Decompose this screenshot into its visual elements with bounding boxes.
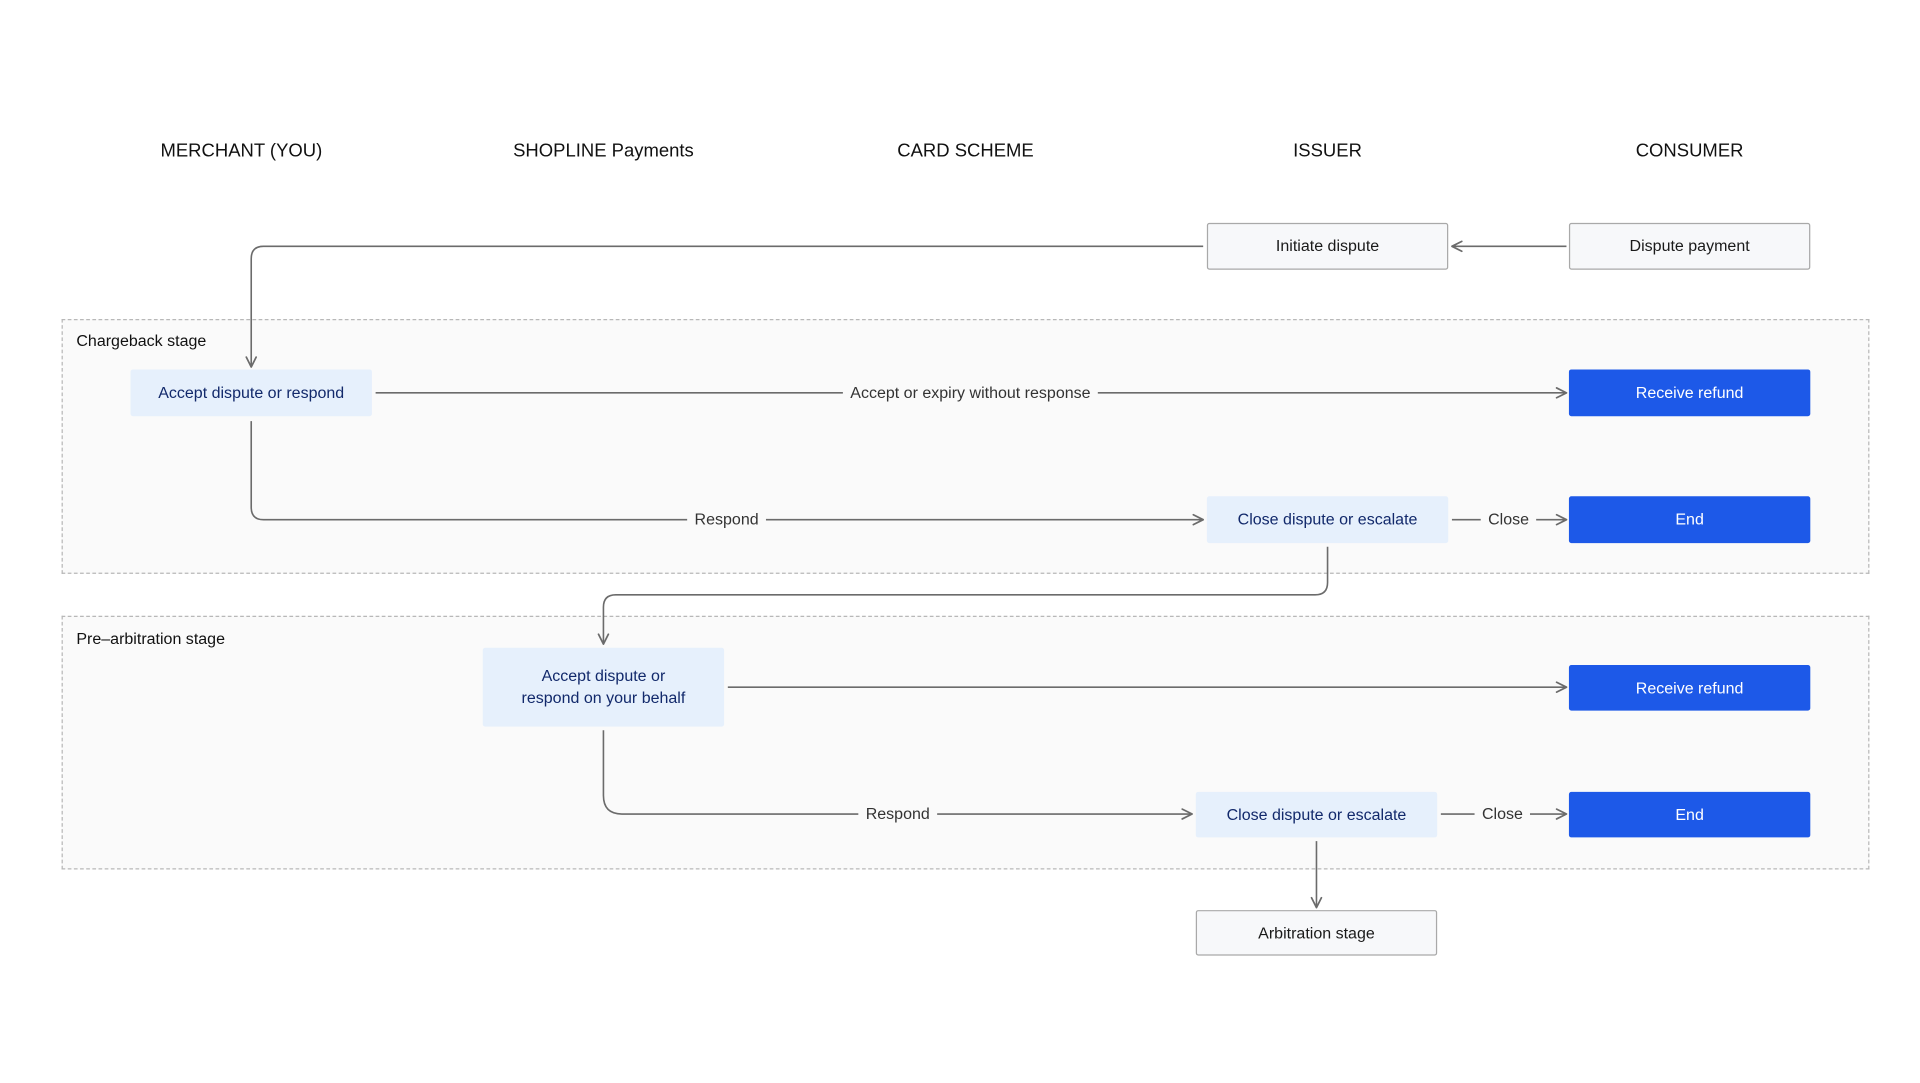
edge-label-pa-respond: Respond: [858, 802, 938, 826]
cb-accept-respond-label: Accept dispute or respond: [158, 382, 345, 402]
cb-accept-respond-node[interactable]: Accept dispute or respond: [130, 369, 372, 417]
pa-close-escalate-label: Close dispute or escalate: [1226, 804, 1407, 824]
edge-pa-respond: [602, 730, 1193, 820]
cb-close-escalate-label: Close dispute or escalate: [1237, 509, 1418, 529]
pre-arbitration-stage-label: Pre–arbitration stage: [76, 629, 225, 648]
edge-label-pa-close: Close: [1474, 802, 1531, 826]
initiate-dispute-node[interactable]: Initiate dispute: [1206, 222, 1449, 270]
arbitration-stage-label: Arbitration stage: [1258, 923, 1375, 942]
edge-label-cb-respond: Respond: [687, 508, 767, 531]
edge-cb-escalate: [597, 546, 1329, 645]
pa-accept-respond-label-line1: Accept dispute or: [541, 666, 666, 685]
dispute-payment-node[interactable]: Dispute payment: [1568, 222, 1811, 270]
edge-cb-respond: [250, 421, 1205, 526]
chargeback-stage-label: Chargeback stage: [76, 331, 207, 350]
pa-accept-respond-label-line2: respond on your behalf: [521, 688, 686, 707]
lane-header-shopline-payments: SHOPLINE Payments: [513, 140, 694, 162]
cb-end-node[interactable]: End: [1568, 496, 1811, 544]
pa-end-label: End: [1675, 804, 1704, 824]
edge-label-accept-expiry: Accept or expiry without response: [842, 381, 1098, 404]
pa-receive-refund-label: Receive refund: [1635, 677, 1744, 697]
pre-arbitration-stage-region: [61, 615, 1870, 870]
cb-receive-refund-node[interactable]: Receive refund: [1568, 369, 1811, 417]
lane-header-merchant: MERCHANT (YOU): [160, 140, 323, 162]
lane-header-issuer: ISSUER: [1293, 140, 1362, 162]
pa-receive-refund-node[interactable]: Receive refund: [1568, 665, 1811, 711]
pa-accept-respond-node[interactable]: Accept dispute or respond on your behalf: [482, 647, 725, 727]
pa-end-node[interactable]: End: [1568, 791, 1811, 838]
cb-end-label: End: [1675, 509, 1704, 529]
arbitration-stage-node[interactable]: Arbitration stage: [1195, 910, 1438, 956]
initiate-dispute-label: Initiate dispute: [1275, 236, 1380, 255]
edge-label-cb-close: Close: [1480, 508, 1537, 531]
chargeback-stage-region: [61, 318, 1870, 574]
cb-receive-refund-label: Receive refund: [1635, 382, 1744, 402]
lane-header-card-scheme: CARD SCHEME: [897, 140, 1034, 162]
pa-close-escalate-node[interactable]: Close dispute or escalate: [1195, 791, 1438, 838]
dispute-payment-label: Dispute payment: [1629, 236, 1750, 255]
edge-initiate-to-accept: [245, 245, 1204, 368]
lane-header-consumer: CONSUMER: [1635, 140, 1744, 162]
cb-close-escalate-node[interactable]: Close dispute or escalate: [1206, 496, 1449, 544]
